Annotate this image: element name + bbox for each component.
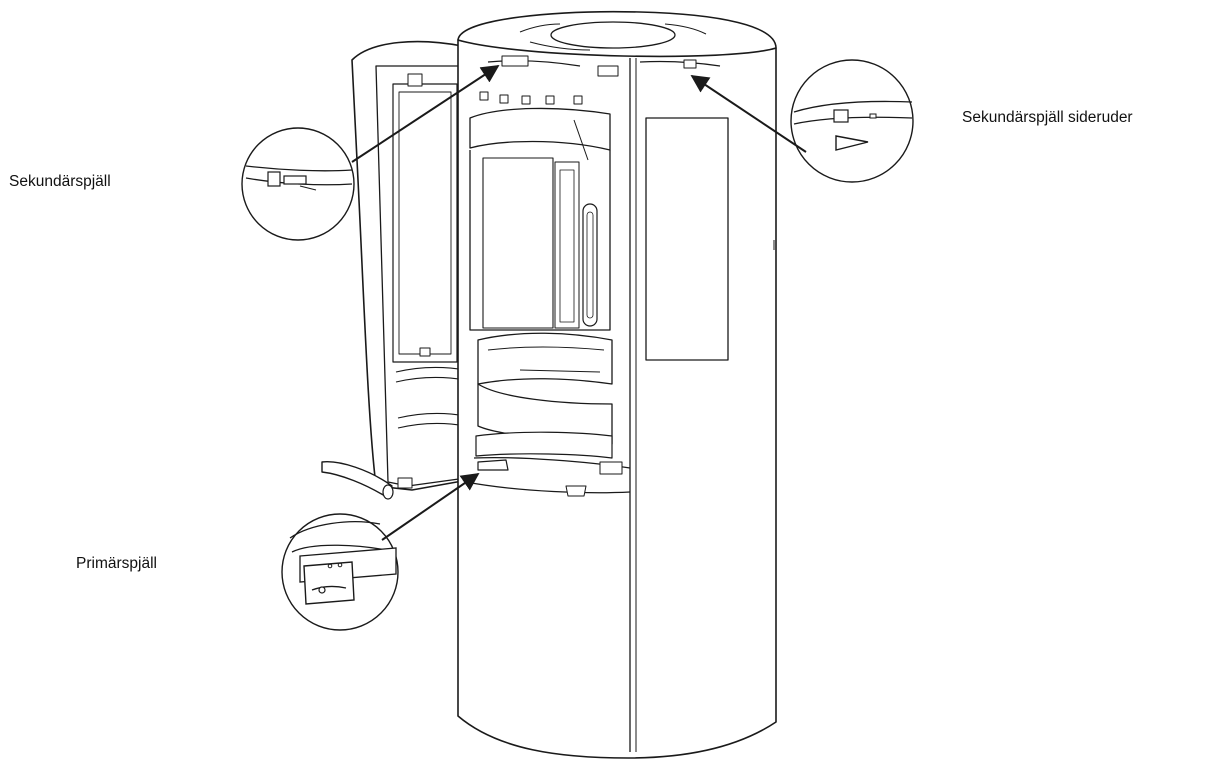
primary-damper-callout: [281, 513, 399, 631]
label-primary-damper: Primärspjäll: [76, 555, 157, 572]
leader-arrows: [351, 65, 807, 541]
label-secondary-damper-side-windows: Sekundärspjäll sideruder: [962, 109, 1133, 126]
arrow-secondary-damper: [351, 65, 500, 163]
label-secondary-damper: Sekundärspjäll: [9, 173, 111, 190]
arrow-secondary-damper-side: [690, 75, 807, 153]
secondary-damper-callout: [241, 127, 355, 241]
arrow-primary-damper: [381, 472, 480, 541]
stove-body: [457, 10, 777, 759]
open-door: [321, 40, 469, 500]
secondary-damper-side-callout: [790, 59, 914, 183]
